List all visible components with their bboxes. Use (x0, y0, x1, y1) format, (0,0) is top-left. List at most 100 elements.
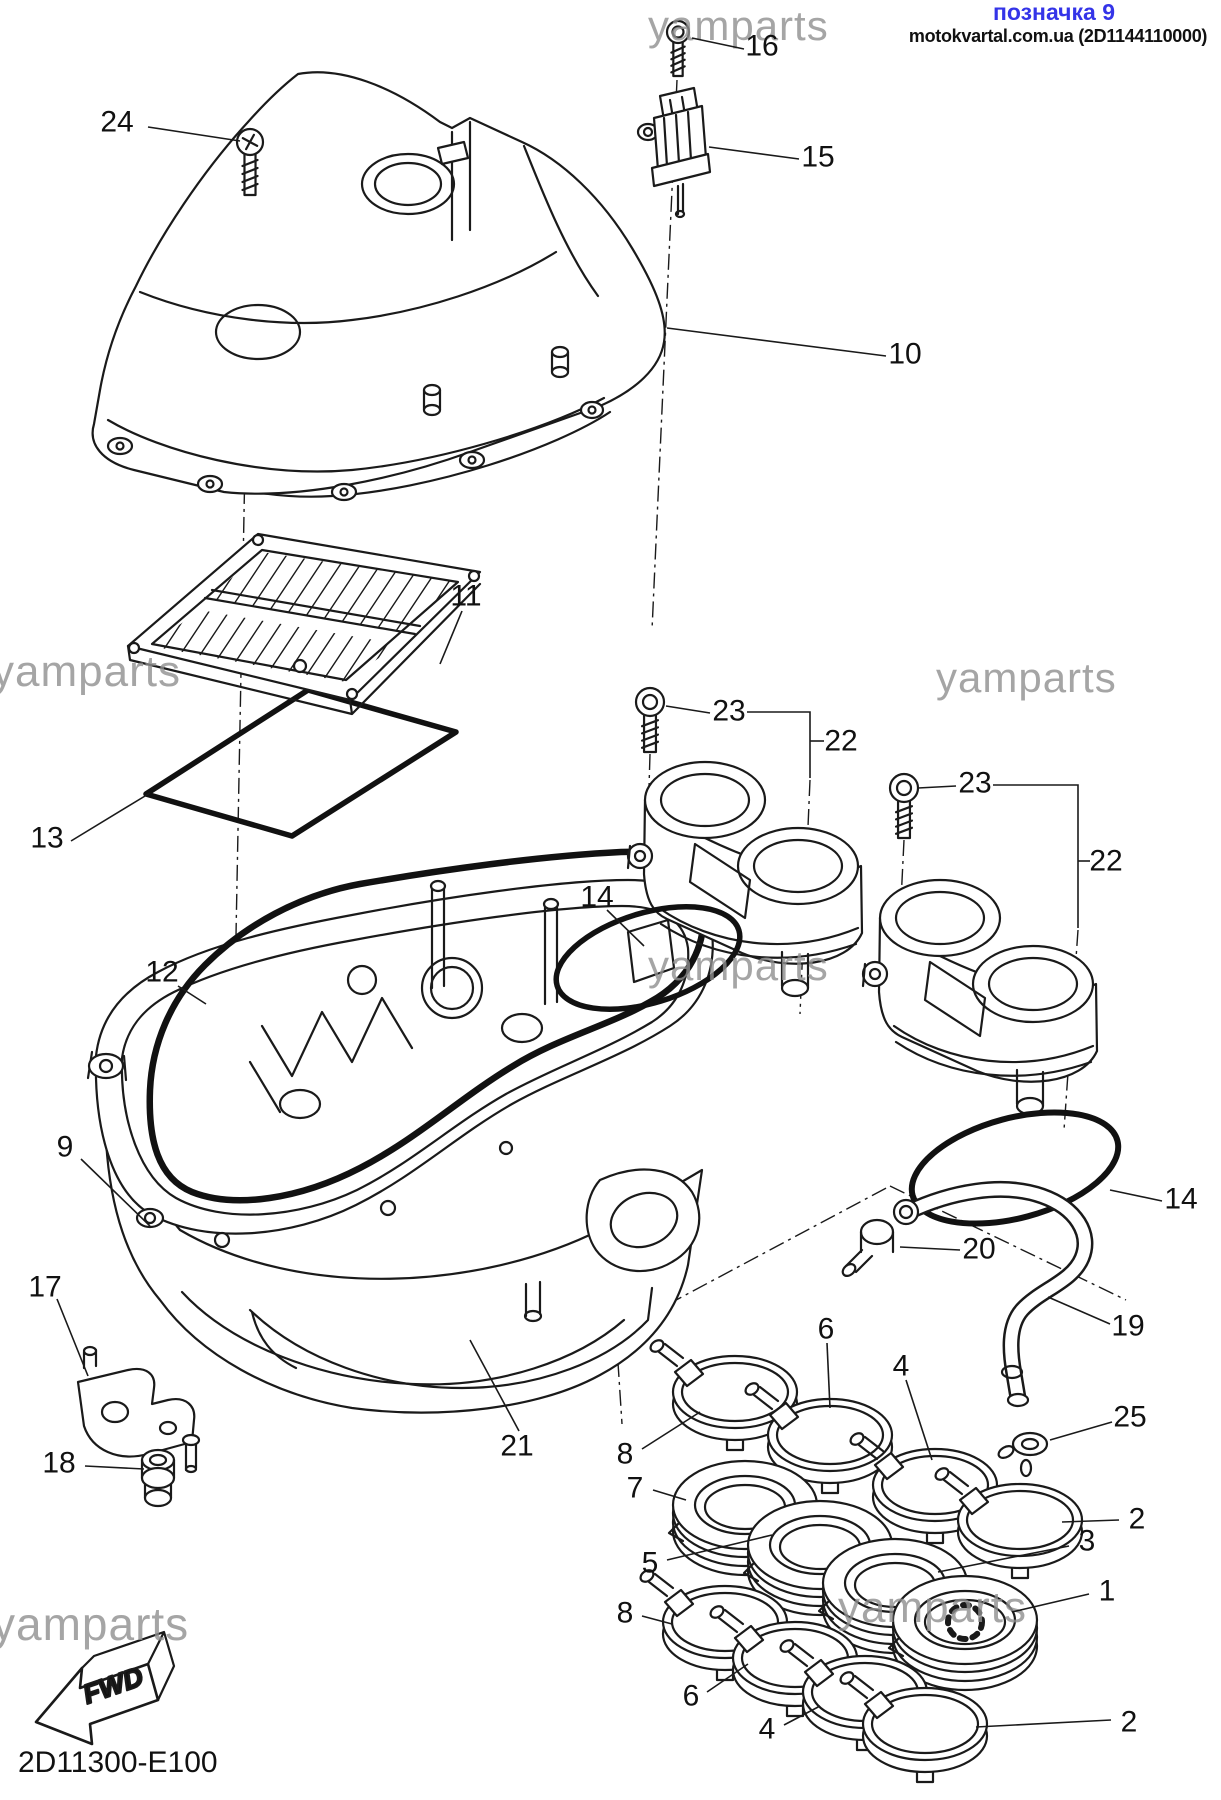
part-callout-16: 16 (745, 30, 778, 63)
funnel-assembly-left-part-22 (626, 760, 864, 998)
leader-line-part-6 (826, 1342, 831, 1409)
leader-line-part-18 (84, 1465, 145, 1470)
diagram-code: 2D11300-E100 (18, 1746, 218, 1779)
leader-line-part-25 (1049, 1421, 1113, 1441)
breather-hose-part-19 (892, 1180, 1094, 1408)
clamp-upper-2 (744, 1382, 894, 1495)
cover-seal-part-13 (143, 687, 459, 839)
watermarks: yamparts yamparts yamparts yamparts yamparts… (0, 2, 1117, 1650)
part-callout-22: 22 (824, 725, 857, 758)
leader-line-part-7 (652, 1489, 687, 1501)
part-callout-17: 17 (28, 1271, 61, 1304)
part-callout-4: 4 (893, 1350, 910, 1383)
part-callout-4: 4 (759, 1713, 776, 1746)
damper-part-18 (140, 1448, 176, 1508)
leader-line-part-24 (147, 126, 241, 142)
grommet-part-25 (997, 1431, 1049, 1478)
screw-part-24 (235, 127, 265, 197)
funnel-gasket-left-part-14 (553, 904, 743, 1012)
leader-line-part-4 (783, 1705, 821, 1726)
part-callout-2: 2 (1121, 1706, 1138, 1739)
leader-line-part-14 (606, 909, 645, 947)
part-callout-8: 8 (617, 1438, 634, 1471)
top-right-label: позначка 9 (993, 0, 1115, 25)
filter-element-part-11 (126, 532, 482, 716)
leader-lines (56, 37, 1163, 1728)
hose-clamp-part-20 (841, 1218, 895, 1278)
cover-part-10 (91, 71, 666, 502)
clamp-lower-4 (839, 1671, 989, 1784)
part-callout-19: 19 (1111, 1310, 1144, 1343)
screw-part-16 (665, 19, 691, 78)
leader-line-part-23 (747, 711, 811, 778)
part-callout-2: 2 (1129, 1503, 1146, 1536)
part-callout-24: 24 (100, 106, 133, 139)
part-callout-25: 25 (1113, 1401, 1146, 1434)
part-callout-13: 13 (30, 822, 63, 855)
leader-line-part-17 (56, 1298, 89, 1377)
watermark-yamparts: yamparts (648, 2, 829, 49)
leader-line-part-23 (917, 785, 957, 789)
leader-line-part-13 (70, 792, 151, 842)
leader-line-part-9 (80, 1158, 151, 1227)
leader-line-part-12 (177, 985, 207, 1005)
part-callout-18: 18 (42, 1447, 75, 1480)
part-callout-21: 21 (500, 1430, 533, 1463)
watermark-yamparts: yamparts (0, 647, 181, 696)
part-callout-14: 14 (1164, 1183, 1197, 1216)
part-callout-6: 6 (683, 1680, 700, 1713)
joints-and-clamps (639, 1339, 1084, 1784)
leader-line-part-8 (641, 1411, 701, 1450)
screw-part-23-right (888, 772, 920, 840)
leader-line-part-11 (439, 610, 463, 665)
leader-line-part-2 (975, 1719, 1112, 1728)
part-callout-6: 6 (818, 1313, 835, 1346)
leader-line-part-8 (641, 1615, 673, 1625)
part-callout-20: 20 (962, 1233, 995, 1266)
top-right-source: motokvartal.com.ua (2D1144110000) (909, 26, 1208, 46)
bracket-part-17 (76, 1345, 201, 1474)
part-callout-5: 5 (642, 1547, 659, 1580)
part-callout-8: 8 (617, 1597, 634, 1630)
leader-line-part-1 (1011, 1593, 1090, 1613)
part-callout-9: 9 (57, 1131, 74, 1164)
part-callout-14: 14 (580, 881, 613, 914)
leader-line-part-6 (706, 1663, 749, 1693)
leader-line-part-15 (708, 146, 800, 160)
part-callout-12: 12 (145, 956, 178, 989)
part-callout-15: 15 (801, 141, 834, 174)
part-callout-1: 1 (1099, 1575, 1116, 1608)
watermark-yamparts: yamparts (936, 654, 1117, 701)
intake-sensor-part-15 (636, 86, 712, 219)
watermark-yamparts: yamparts (838, 1583, 1027, 1632)
leader-line-part-4 (905, 1379, 933, 1461)
leader-line-part-5 (666, 1534, 773, 1561)
clamp-upper-4 (934, 1467, 1084, 1580)
intake-joint-4 (887, 1574, 1039, 1692)
watermark-yamparts: yamparts (0, 1598, 189, 1650)
part-callout-3: 3 (1079, 1525, 1096, 1558)
funnel-gasket-right-part-14 (908, 1109, 1122, 1227)
funnel-assembly-right-part-22 (861, 878, 1099, 1116)
part-callout-10: 10 (888, 338, 921, 371)
watermark-yamparts: yamparts (648, 942, 829, 989)
leader-line-part-2 (1061, 1519, 1120, 1523)
leader-line-part-23 (993, 784, 1079, 928)
screws (235, 19, 920, 840)
leader-line-part-20 (899, 1246, 961, 1251)
part-callout-22: 22 (1089, 845, 1122, 878)
leader-line-part-19 (1047, 1296, 1111, 1325)
leader-line-part-14 (1109, 1189, 1163, 1202)
leader-line-part-10 (666, 327, 887, 357)
leader-line-part-21 (469, 1339, 520, 1432)
part-callout-11: 11 (450, 580, 481, 613)
screw-part-23-left (634, 686, 666, 754)
leader-line-part-3 (937, 1545, 1070, 1573)
part-callout-7: 7 (627, 1472, 644, 1505)
leader-line-part-23 (665, 705, 711, 714)
leader-line-part-16 (691, 37, 745, 50)
part-callout-23: 23 (712, 695, 745, 728)
